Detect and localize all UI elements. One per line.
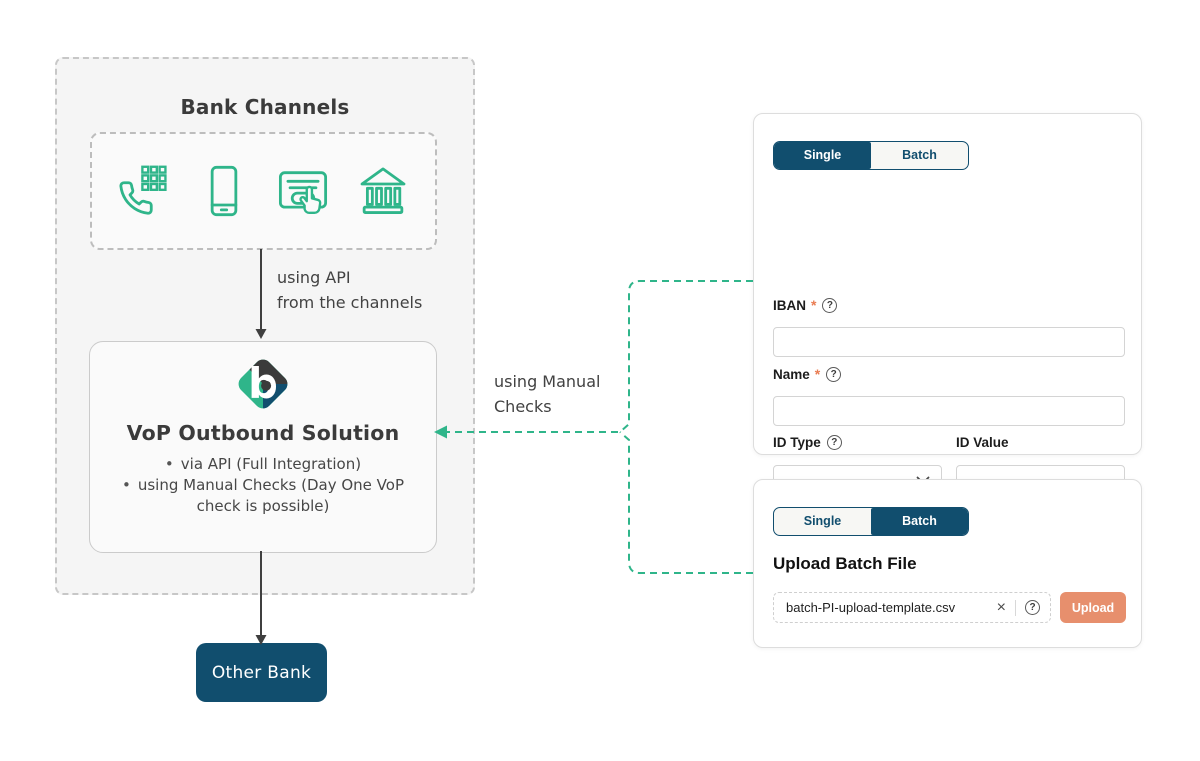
help-icon[interactable]: ?: [826, 435, 842, 450]
vop-logo-icon: b: [234, 355, 292, 413]
single-check-panel: Single Batch IBAN * ? Name * ? ID Type ?…: [753, 113, 1142, 546]
required-marker: *: [814, 366, 821, 382]
id-type-label: ID Type: [773, 435, 821, 450]
file-name: batch-PI-upload-template.csv: [786, 600, 956, 615]
vop-box: b VoP Outbound Solution via API (Full In…: [89, 341, 437, 553]
vop-title: VoP Outbound Solution: [126, 421, 400, 445]
bank-channels-title: Bank Channels: [180, 95, 350, 119]
id-value-label: ID Value: [956, 435, 1009, 450]
upload-button[interactable]: Upload: [1060, 592, 1126, 623]
card-touch-icon: [279, 171, 328, 215]
divider: [1015, 599, 1016, 616]
batch-upload-panel: Single Batch Upload Batch File batch-PI-…: [753, 479, 1142, 648]
upload-batch-heading: Upload Batch File: [773, 554, 917, 573]
vop-bullet: via API (Full Integration): [98, 454, 428, 475]
iban-input[interactable]: [773, 327, 1125, 357]
tab-batch[interactable]: Batch: [902, 148, 937, 162]
tab-batch[interactable]: Batch: [871, 508, 968, 535]
tab-single[interactable]: Single: [803, 514, 842, 528]
smartphone-icon: [210, 165, 237, 217]
help-icon[interactable]: ?: [822, 297, 838, 313]
name-input[interactable]: [773, 396, 1125, 426]
name-label: Name: [773, 366, 810, 382]
single-batch-tabs: Single Batch: [773, 141, 969, 170]
name-label-row: Name * ?: [773, 366, 842, 382]
help-icon[interactable]: ?: [826, 366, 842, 382]
other-bank-node: Other Bank: [196, 643, 327, 702]
id-type-label-row: ID Type ?: [773, 435, 842, 450]
single-batch-tabs: Single Batch: [773, 507, 969, 536]
manual-checks-connector: [434, 280, 753, 574]
required-marker: *: [811, 297, 817, 313]
api-arrow-label: using API from the channels: [277, 268, 423, 312]
manual-checks-label: using Manual Checks: [494, 372, 601, 416]
iban-label-row: IBAN * ?: [773, 297, 838, 313]
iban-label: IBAN: [773, 297, 806, 313]
tab-single[interactable]: Single: [774, 142, 871, 169]
batch-file-field[interactable]: batch-PI-upload-template.csv × ?: [773, 592, 1051, 623]
id-value-label-row: ID Value: [956, 435, 1009, 450]
bank-building-icon: [360, 167, 406, 214]
bank-channels-container: Bank Channels: [55, 57, 475, 595]
channel-icons-box: [90, 132, 437, 250]
phone-keypad-icon: [119, 165, 167, 215]
close-icon[interactable]: ×: [996, 598, 1006, 616]
help-icon[interactable]: ?: [1025, 600, 1040, 615]
vop-bullet-list: via API (Full Integration) using Manual …: [98, 454, 428, 517]
other-bank-label: Other Bank: [211, 662, 312, 683]
vop-bullet: using Manual Checks (Day One VoP check i…: [98, 475, 428, 517]
